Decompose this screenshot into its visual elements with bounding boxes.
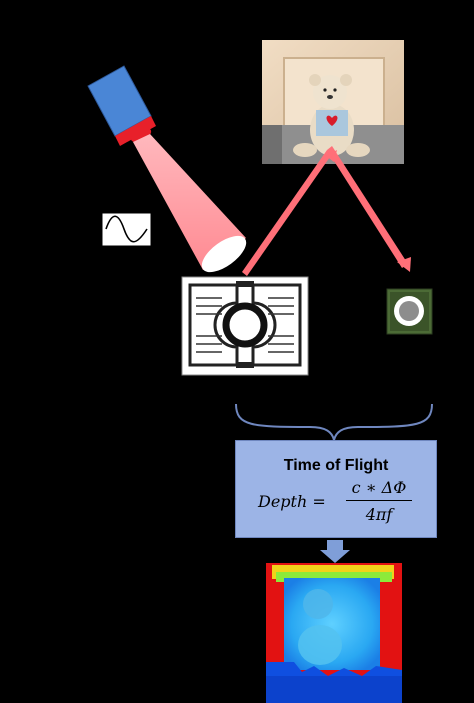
sensor-chip-icon — [181, 276, 309, 376]
tof-title: Time of Flight — [283, 457, 389, 474]
equation-numerator: c ∗ ΔΦ — [351, 478, 407, 497]
down-arrow — [320, 540, 350, 563]
sine-wave-icon — [101, 212, 152, 247]
equation-lhs: Depth = — [258, 492, 326, 511]
equation-denominator: 4πf — [365, 505, 393, 524]
brace — [235, 403, 433, 441]
light-emitter-icon — [87, 65, 156, 146]
teddy-bear-scene-photo — [262, 40, 404, 164]
reflection-arrows — [242, 146, 411, 276]
receiver-lens-icon — [386, 288, 433, 335]
time-of-flight-box: Time of Flight Depth = c ∗ ΔΦ 4πf — [235, 440, 437, 538]
depth-equation: Depth = c ∗ ΔΦ 4πf — [236, 477, 436, 527]
depth-map-image — [266, 563, 402, 703]
light-beam — [133, 134, 247, 273]
fraction-bar — [346, 500, 412, 501]
